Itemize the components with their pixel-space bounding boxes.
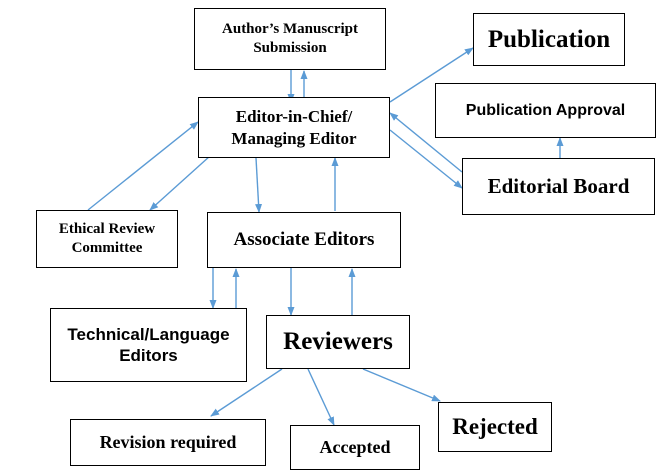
- associate-editors-label: Associate Editors: [233, 229, 375, 251]
- accepted-label: Accepted: [319, 437, 391, 458]
- associate-editors-box: Associate Editors: [207, 212, 401, 268]
- manuscript-submission-box: Author’s Manuscript Submission: [194, 8, 386, 70]
- editorial-board-box: Editorial Board: [462, 158, 655, 215]
- technical-language-editors-label: Technical/Language Editors: [67, 324, 230, 365]
- rejected-box: Rejected: [438, 402, 552, 452]
- arrow-editor-to-publication: [389, 47, 474, 103]
- arrow-reviewers-to-revision: [210, 368, 283, 417]
- publication-approval-box: Publication Approval: [435, 83, 656, 138]
- editorial-board-label: Editorial Board: [487, 174, 630, 199]
- reviewers-box: Reviewers: [266, 315, 410, 369]
- arrow-ethical-to-editor: [87, 121, 199, 211]
- rejected-label: Rejected: [452, 413, 538, 439]
- ethical-review-committee-label: Ethical Review Committee: [58, 221, 156, 256]
- revision-required-label: Revision required: [99, 432, 237, 453]
- arrow-reviewers-to-accepted: [307, 368, 335, 426]
- reviewers-label: Reviewers: [283, 328, 393, 356]
- arrow-editorial-board-to-editor: [389, 112, 463, 173]
- technical-language-editors-box: Technical/Language Editors: [50, 308, 247, 382]
- manuscript-submission-label: Author’s Manuscript Submission: [222, 21, 358, 56]
- arrow-editor-to-editorial-board: [389, 129, 463, 189]
- arrow-editor-to-associate: [255, 157, 263, 213]
- accepted-box: Accepted: [290, 425, 420, 470]
- revision-required-box: Revision required: [70, 419, 266, 466]
- editor-in-chief-label: Editor-in-Chief/ Managing Editor: [231, 107, 357, 148]
- publication-box: Publication: [473, 13, 625, 66]
- editor-in-chief-box: Editor-in-Chief/ Managing Editor: [198, 97, 390, 158]
- arrow-reviewers-to-rejected: [362, 368, 441, 402]
- publication-label: Publication: [487, 25, 611, 53]
- publication-approval-label: Publication Approval: [465, 101, 626, 119]
- arrow-editor-to-ethical: [149, 155, 211, 211]
- ethical-review-committee-box: Ethical Review Committee: [36, 210, 178, 268]
